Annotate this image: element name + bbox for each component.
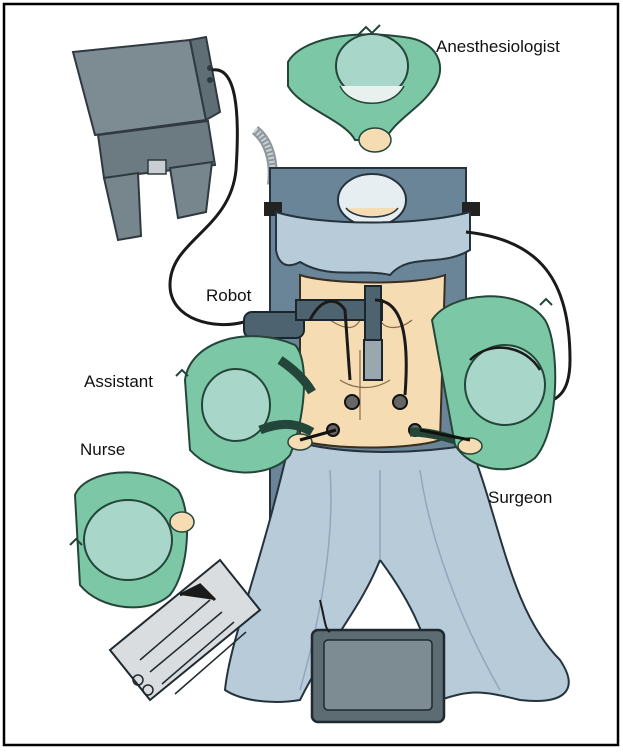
patient-head [338,174,406,226]
robot-console [73,37,220,240]
label-assistant: Assistant [84,372,153,392]
assistant-figure [176,336,312,472]
label-robot: Robot [206,286,251,306]
label-nurse: Nurse [80,440,125,460]
anesthesiologist-figure [288,25,440,152]
nurse-figure [70,472,194,607]
label-anesthesiologist: Anesthesiologist [436,37,560,57]
label-surgeon: Surgeon [488,488,552,508]
